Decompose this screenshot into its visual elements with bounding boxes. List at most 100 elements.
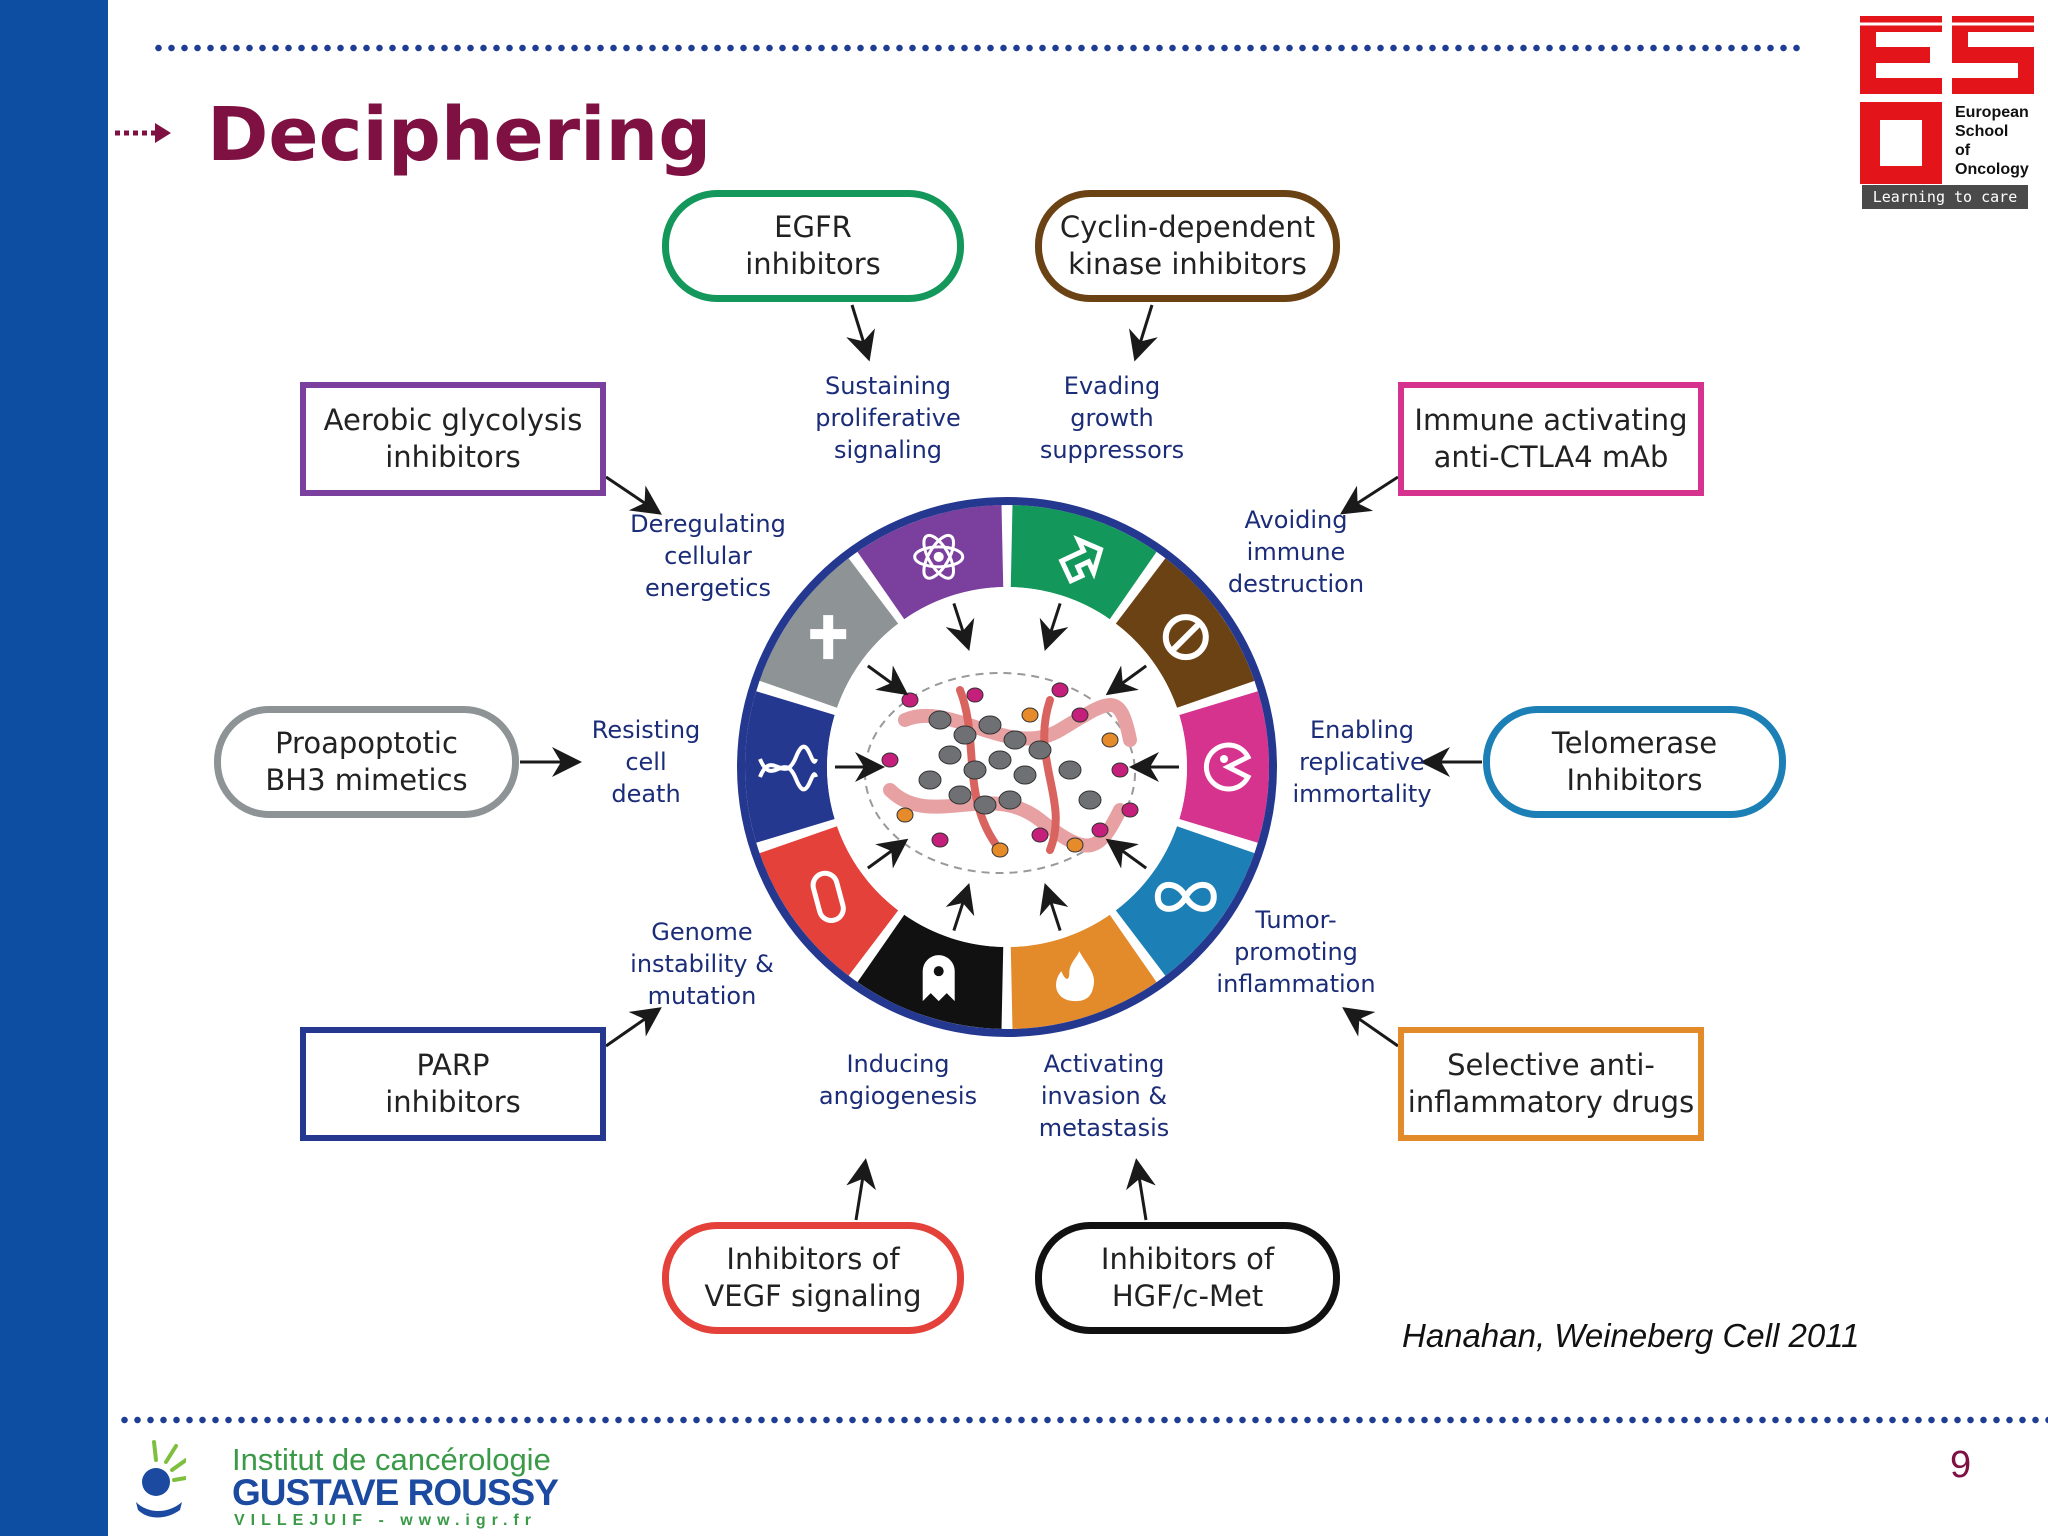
therapy-parp-line1: PARP (416, 1048, 490, 1082)
gustave-roussy-logo-icon (136, 1440, 186, 1518)
inner-arrow-energetics (945, 602, 975, 651)
therapy-anti-inflammatory-line1: Selective anti- (1447, 1048, 1655, 1082)
therapy-anti-inflammatory: Selective anti-inflammatory drugs (1398, 1027, 1704, 1141)
hallmark-label-angiogenesis: Inducing angiogenesis (819, 1048, 977, 1112)
tumor-cell (881, 752, 899, 768)
inner-arrow-proliferative (1039, 602, 1069, 651)
tumor-cell (1021, 707, 1039, 723)
tumor-cell (931, 832, 949, 848)
therapy-arrow-cdk (1129, 304, 1158, 362)
hallmark-energetics-line1: Deregulating (630, 510, 786, 538)
hallmark-angiogenesis-line1: Inducing (846, 1050, 950, 1078)
hallmark-growth-line1: Evading (1063, 372, 1161, 400)
tumor-cell (1031, 827, 1049, 843)
tumor-cell (1058, 760, 1082, 780)
therapy-arrow-vegf (846, 1158, 876, 1221)
tumor-cell (978, 715, 1002, 735)
hallmark-genome-line3: mutation (647, 982, 757, 1010)
hallmark-proliferative-line3: signaling (833, 436, 943, 464)
hallmark-immortality-line1: Enabling (1309, 716, 1415, 744)
hallmark-cell-death-line1: Resisting (591, 716, 701, 744)
therapy-egfr-line1: EGFR (774, 210, 852, 244)
therapy-vegf-line2: VEGF signaling (704, 1279, 922, 1313)
therapy-telomerase-line1: Telomerase (1551, 726, 1718, 760)
citation: Hanahan, Weineberg Cell 2011 (1402, 1317, 1860, 1354)
arrow-icon (1058, 534, 1104, 585)
inner-arrow-angiogenesis (866, 838, 909, 870)
eso-line-school: School (1955, 123, 2009, 140)
prohibited-icon (1162, 614, 1209, 661)
therapy-glycolysis-line2: inhibitors (385, 440, 521, 474)
hallmark-immune-line1: Avoiding (1244, 506, 1348, 534)
hallmark-label-energetics: Deregulating cellular energetics (630, 508, 786, 604)
dna-icon (758, 744, 818, 792)
tumor-cell (896, 807, 914, 823)
eso-tagline: Learning to care (1862, 185, 2028, 209)
igr-logo-line3: VILLEJUIF - www.igr.fr (234, 1512, 537, 1529)
hallmark-inflammation-line2: promoting (1234, 938, 1358, 966)
hallmark-immortality-line3: immortality (1292, 780, 1432, 808)
inner-arrow-immortality (1105, 838, 1148, 870)
hallmark-energetics-line3: energetics (645, 574, 771, 602)
therapy-egfr-line2: inhibitors (745, 247, 881, 281)
hallmark-invasion-line2: invasion & (1040, 1082, 1168, 1110)
tumor-cell (928, 710, 952, 730)
ghost-cell-icon (922, 955, 955, 1002)
therapy-hgf-line1: Inhibitors of (1100, 1242, 1275, 1276)
top-dotted-divider (152, 44, 1804, 52)
hallmark-label-invasion: Activating invasion & metastasis (1039, 1048, 1170, 1144)
tumor-cell (1101, 732, 1119, 748)
hallmark-proliferative-line1: Sustaining (824, 372, 952, 400)
hallmark-cell-death-line3: death (611, 780, 681, 808)
left-band-curve (0, 0, 108, 1536)
tumor-cell (998, 790, 1022, 810)
therapy-glycolysis-line1: Aerobic glycolysis (323, 403, 583, 437)
therapy-arrow-glycolysis (605, 475, 662, 515)
hallmark-invasion-line3: metastasis (1038, 1114, 1170, 1142)
infinity-icon (1154, 881, 1217, 912)
hallmark-label-proliferative: Sustaining proliferative signaling (815, 370, 960, 466)
therapy-telomerase-line2: Inhibitors (1566, 763, 1703, 797)
segment-icons (758, 533, 1252, 1002)
hallmark-label-immortality: Enabling replicative immortality (1292, 714, 1431, 810)
igr-logo-line1: Institut de cancérologie (232, 1442, 551, 1477)
eso-logo-text: European School of Oncology (1955, 103, 2029, 179)
pacman-cell-icon (1203, 742, 1252, 792)
hallmark-energetics-line2: cellular (664, 542, 752, 570)
tumor-cell (948, 785, 972, 805)
therapy-anti-inflammatory-line2: inflammatory drugs (1407, 1085, 1695, 1119)
hallmark-immune-line2: immune (1246, 538, 1346, 566)
tumor-cell (963, 760, 987, 780)
hallmark-inflammation-line3: inflammation (1216, 970, 1376, 998)
tumor-cell (1078, 790, 1102, 810)
hallmark-immune-line3: destruction (1227, 570, 1365, 598)
tumor-cell (1071, 707, 1089, 723)
tumor-cell (1066, 837, 1084, 853)
tumor-cell (918, 770, 942, 790)
atom-icon (913, 533, 965, 580)
tumor-cell (901, 692, 919, 708)
therapy-arrow-egfr (846, 304, 875, 362)
wheel-segment-growth-suppressors (1115, 558, 1255, 708)
hallmark-immortality-line2: replicative (1299, 748, 1425, 776)
eso-logo (1860, 16, 2034, 184)
therapy-immune-line1: Immune activating (1414, 403, 1688, 437)
inner-arrow-cell-death (866, 664, 909, 696)
eso-line-european: European (1955, 104, 2029, 121)
tumor-cell (1013, 765, 1037, 785)
therapy-arrow-hgf (1126, 1158, 1156, 1221)
tumor-cell (991, 842, 1009, 858)
hallmark-genome-line1: Genome (651, 918, 753, 946)
inner-arrows (835, 602, 1179, 932)
tumor-cell (1028, 740, 1052, 760)
therapy-arrow-immune (1339, 475, 1399, 515)
hallmark-invasion-line1: Activating (1043, 1050, 1165, 1078)
hallmark-cell-death-line2: cell (625, 748, 667, 776)
tumor-cell (1091, 822, 1109, 838)
